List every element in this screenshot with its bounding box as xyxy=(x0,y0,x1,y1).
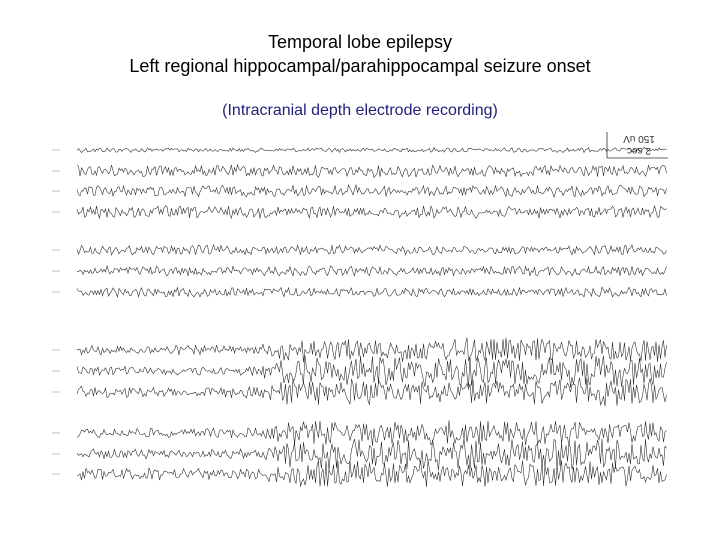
slide-subtitle: (Intracranial depth electrode recording) xyxy=(222,102,498,119)
eeg-trace-canvas: 2 sec 150 uV xyxy=(52,132,668,488)
eeg-recording-panel: 2 sec 150 uV xyxy=(52,130,670,500)
eeg-channel-trace xyxy=(76,460,667,488)
slide-title: Temporal lobe epilepsy Left regional hip… xyxy=(0,30,720,78)
title-line-2: Left regional hippocampal/parahippocampa… xyxy=(129,56,591,76)
eeg-channel-trace xyxy=(76,184,667,198)
eeg-channel-trace xyxy=(76,243,667,256)
eeg-channel-trace xyxy=(76,146,667,154)
eeg-channel-trace xyxy=(76,337,667,363)
eeg-channel-trace xyxy=(76,355,667,388)
eeg-channel-trace xyxy=(76,286,667,299)
eeg-channel-trace xyxy=(76,438,667,471)
title-line-1: Temporal lobe epilepsy xyxy=(267,32,453,52)
eeg-channel-trace xyxy=(76,205,667,220)
scale-box: 2 sec 150 uV xyxy=(606,132,668,159)
eeg-traces xyxy=(52,146,667,488)
eeg-channel-trace xyxy=(76,377,667,407)
eeg-channel-trace xyxy=(76,163,667,178)
scale-amplitude-label: 150 uV xyxy=(623,133,655,144)
eeg-channel-trace xyxy=(76,420,667,446)
eeg-channel-trace xyxy=(76,264,667,277)
